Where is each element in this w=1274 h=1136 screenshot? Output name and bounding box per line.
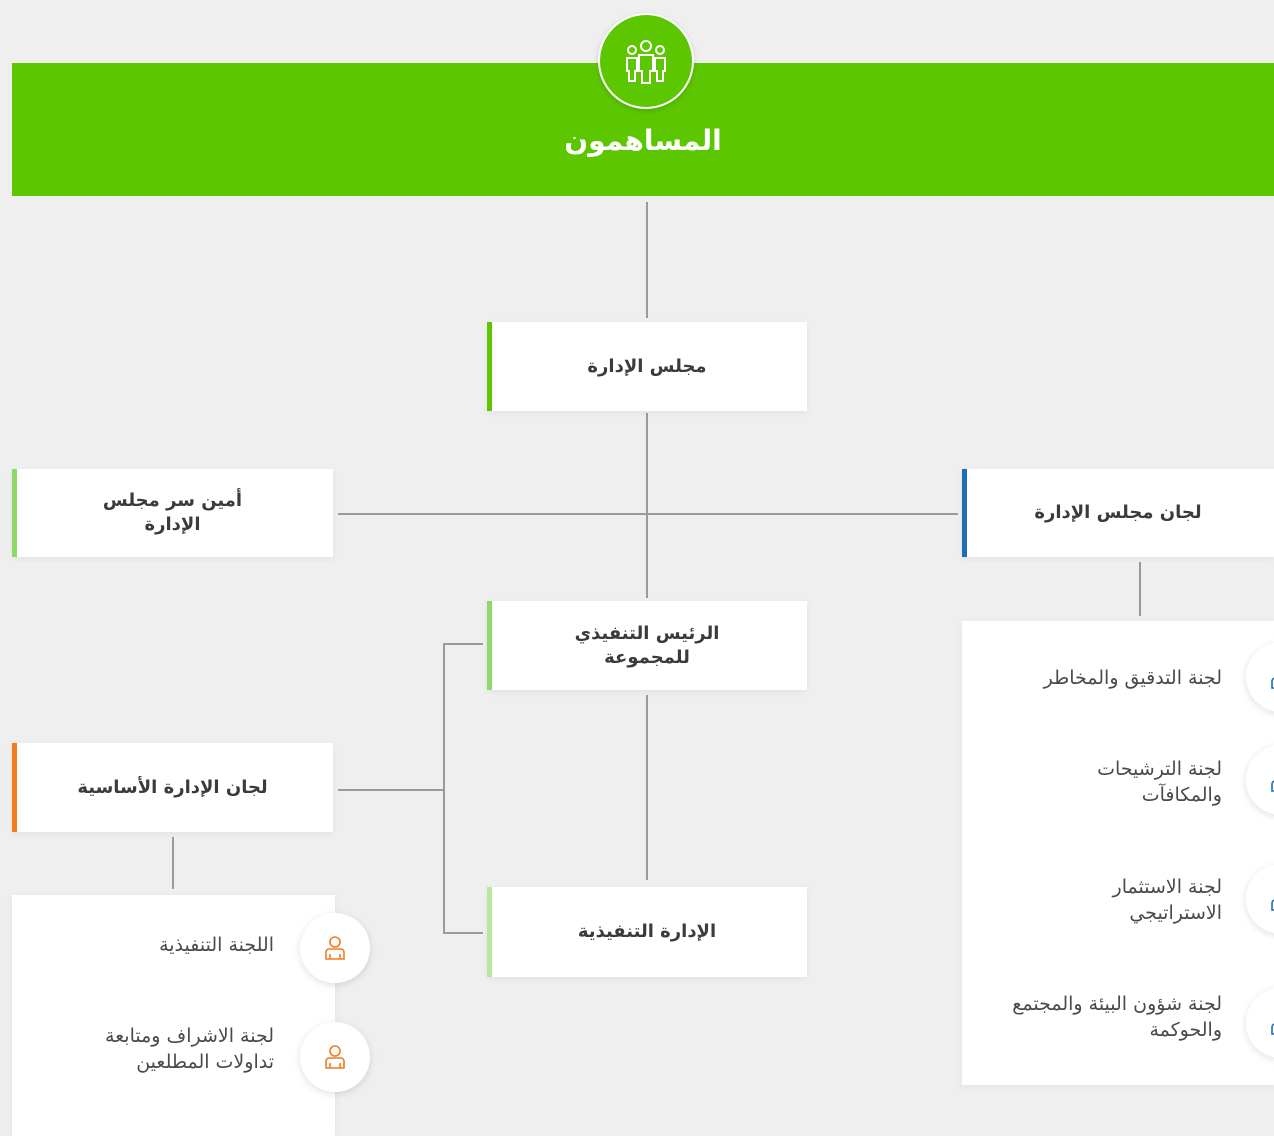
committee-item-label[interactable]: لجنة الاشراف ومتابعة تداولات المطلعين: [104, 1025, 274, 1073]
committee-item-label[interactable]: اللجنة التنفيذية: [159, 934, 274, 956]
executive-management-label: الإدارة التنفيذية: [577, 921, 717, 942]
board-committees-panel: [962, 621, 1274, 1085]
committee-item-label[interactable]: لجنة التدقيق والمخاطر: [1043, 667, 1222, 689]
connector-line: [338, 789, 444, 791]
shareholders-group-icon: [598, 13, 694, 109]
person-icon: [300, 913, 370, 983]
connector-line: [646, 413, 648, 598]
connector-line: [646, 202, 648, 318]
group-ceo-box[interactable]: الرئيس التنفيذي للمجموعة: [487, 601, 807, 690]
connector-line: [443, 932, 483, 934]
person-icon: [300, 1022, 370, 1092]
management-committees-panel: [12, 895, 335, 1136]
connector-line: [338, 513, 958, 515]
group-ceo-label: الرئيس التنفيذي للمجموعة: [574, 622, 720, 668]
board-of-directors-box[interactable]: مجلس الإدارة: [487, 322, 807, 411]
executive-management-box[interactable]: الإدارة التنفيذية: [487, 887, 807, 977]
board-secretary-box[interactable]: أمين سر مجلس الإدارة: [12, 469, 333, 557]
board-committees-label: لجان مجلس الإدارة: [1034, 502, 1202, 523]
connector-line: [646, 695, 648, 880]
board-of-directors-label: مجلس الإدارة: [587, 355, 707, 377]
board-committees-box[interactable]: لجان مجلس الإدارة: [962, 469, 1274, 557]
management-committees-box[interactable]: لجان الإدارة الأساسية: [12, 743, 333, 832]
connector-line: [1139, 562, 1141, 616]
connector-line: [443, 643, 483, 645]
connector-line: [172, 837, 174, 889]
committee-item-label[interactable]: لجنة الاستثمار الاستراتيجي: [1112, 876, 1222, 924]
shareholders-title: المساهمون: [564, 124, 722, 157]
committee-item-label[interactable]: لجنة شؤون البيئة والمجتمع والحوكمة: [1012, 993, 1222, 1041]
board-secretary-label: أمين سر مجلس الإدارة: [102, 490, 243, 535]
management-committees-label: لجان الإدارة الأساسية: [77, 776, 268, 798]
committee-item-label[interactable]: لجنة الترشيحات والمكافآت: [1097, 758, 1222, 806]
connector-line: [443, 643, 445, 933]
